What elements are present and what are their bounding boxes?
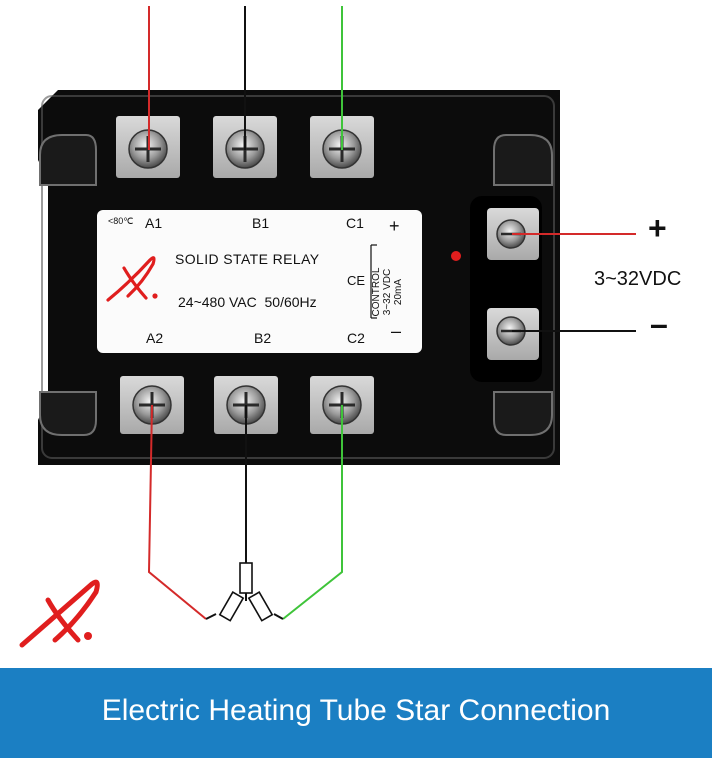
heater-c [247,591,274,622]
label-c1: C1 [346,215,364,231]
wire-a-bottom [147,404,207,620]
indicator-led [451,251,461,261]
ce-mark: CE [347,273,366,288]
control-text-block: CONTROL 3~32 VDC 20mA [369,242,405,342]
label-b2: B2 [254,330,272,346]
label-a1: A1 [145,215,163,231]
control-plus-sign: + [389,216,400,236]
wire-c-bottom [282,405,343,620]
control-line3: 20mA [392,278,404,306]
footer-banner [0,668,712,758]
control-input-plus: + [648,210,667,246]
control-line1: CONTROL [370,267,382,317]
heater-a [218,591,245,622]
control-minus-sign: – [391,321,402,341]
heater-b [239,562,253,594]
label-a2: A2 [146,330,164,346]
control-input-minus: – [650,306,668,342]
control-input-voltage: 3~32VDC [594,268,682,290]
control-line2: 3~32 VDC [381,268,393,316]
footer-title: Electric Heating Tube Star Connection [101,694,611,727]
rating-text: 24~480 VAC 50/60Hz [178,294,317,310]
brand-logo [19,579,100,648]
temp-note: <80℃ [108,216,134,226]
star-connection [205,562,284,622]
control-terminal-minus [487,308,539,360]
label-c2: C2 [347,330,365,346]
relay-title: SOLID STATE RELAY [175,251,320,267]
label-b1: B1 [252,215,270,231]
